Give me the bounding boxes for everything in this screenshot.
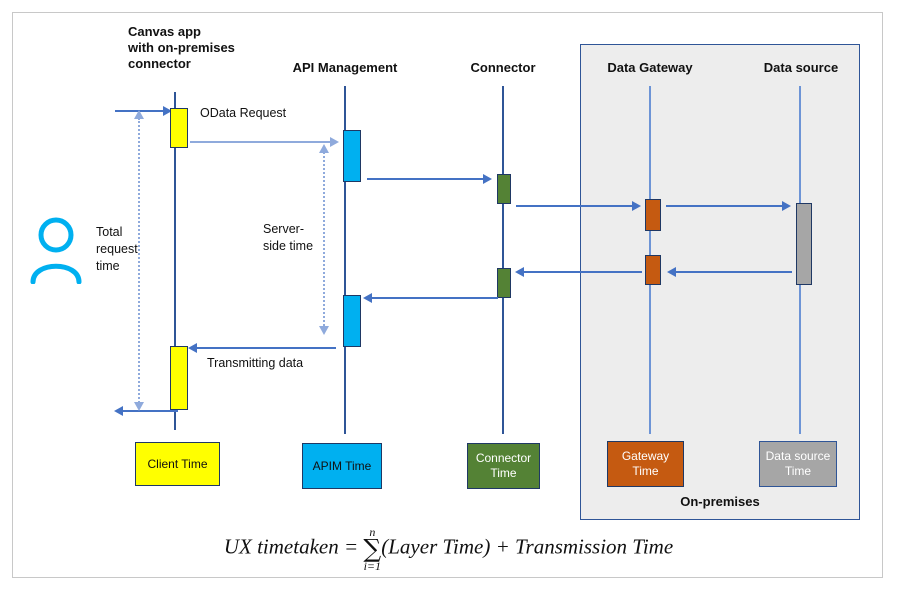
message-label-odata-request: OData Request [200,106,287,120]
column-header-data-source: Data source [763,60,839,75]
legend-connector-time-line1: Connector [475,451,532,465]
formula-upper-limit: n [369,525,376,539]
formula: UX timetaken = ∑ n i=1 (Layer Time) + Tr… [0,525,897,573]
message-line-gateway-to-data-source [666,205,786,207]
lifeline-connector [502,86,504,434]
legend-client-time: Client Time [135,442,220,486]
formula-lhs: UX timetaken [223,534,339,559]
annotation-total-request-time: Total request time [96,224,156,275]
column-header-canvas-app-line1: Canvas app [128,24,201,39]
activation-bar-gateway-response [645,255,661,285]
arrow-head-gateway-to-data-source [782,201,791,211]
message-label-transmitting-data: Transmitting data [207,356,304,370]
activation-bar-connector-request [497,174,511,204]
arrow-head-response-to-user [114,406,123,416]
lifeline-canvas-app [174,92,176,430]
arrow-head-connector-to-apim [363,293,372,303]
annotation-server-side-time-line2: side time [263,239,314,253]
message-line-transmitting-data [196,347,336,349]
activation-bar-connector-response [497,268,511,298]
on-premises-group [580,44,860,520]
legend-connector-time-line2: Time [490,466,517,480]
formula-plus: + [495,534,510,559]
legend-gateway-time-label: Gateway Time [622,449,669,479]
legend-gateway-time-line1: Gateway [621,449,670,463]
legend-data-source-time-label: Data source Time [766,449,831,479]
annotation-server-side-time: Server- side time [263,221,327,255]
message-line-connector-to-apim [372,297,498,299]
arrow-head-gateway-to-connector [515,267,524,277]
canvas-border [12,12,883,578]
arrow-head-total-request-time-top [134,110,144,119]
user-icon [30,217,82,284]
lifeline-api-management [344,86,346,434]
message-line-data-source-to-gateway [676,271,792,273]
on-premises-label: On-premises [680,494,760,509]
message-line-connector-to-gateway [516,205,634,207]
legend-data-source-time-line1: Data source [765,449,831,463]
arrow-head-total-request-time-bottom [134,402,144,411]
legend-connector-time: Connector Time [467,443,540,489]
activation-bar-apim-request [343,130,361,182]
activation-bar-apim-response [343,295,361,347]
activation-bar-client-request [170,108,188,148]
annotation-total-request-time-line1: Total [96,225,123,239]
legend-data-source-time-line2: Time [784,464,812,478]
formula-summation: ∑ n i=1 [363,525,382,573]
column-header-api-management: API Management [292,60,398,75]
formula-sigma-glyph: ∑ [363,534,382,563]
annotation-server-side-time-line1: Server- [263,222,304,236]
column-header-connector: Connector [470,60,536,75]
arrow-head-connector-to-gateway [632,201,641,211]
arrow-head-user-request [163,106,172,116]
column-header-canvas-app: Canvas app with on-premises connector [128,24,268,72]
legend-connector-time-label: Connector Time [476,451,531,481]
annotation-total-request-time-line3: time [96,259,120,273]
legend-apim-time-label: APIM Time [312,458,372,473]
arrow-head-server-side-time-top [319,144,329,153]
formula-lower-limit: i=1 [363,559,382,573]
message-line-odata-request [190,141,332,143]
arrow-head-apim-to-connector [483,174,492,184]
column-header-canvas-app-line2: with on-premises [128,40,235,55]
column-header-canvas-app-line3: connector [128,56,191,71]
formula-equals: = [343,534,359,559]
arrow-head-data-source-to-gateway [667,267,676,277]
measure-total-request-time [138,118,140,406]
formula-term1: (Layer Time) [381,534,491,559]
legend-gateway-time-line2: Time [632,464,659,478]
arrow-head-transmitting-data [188,343,197,353]
measure-server-side-time [323,152,325,330]
arrow-head-server-side-time-bottom [319,326,329,335]
legend-gateway-time: Gateway Time [607,441,684,487]
formula-term2: Transmission Time [515,534,674,559]
column-header-data-gateway: Data Gateway [607,60,693,75]
activation-bar-gateway-request [645,199,661,231]
activation-bar-client-response [170,346,188,410]
annotation-total-request-time-line2: request [96,242,138,256]
arrow-head-odata-request [330,137,339,147]
activation-bar-data-source [796,203,812,285]
legend-apim-time: APIM Time [302,443,382,489]
message-line-apim-to-connector [367,178,485,180]
message-line-gateway-to-connector [524,271,642,273]
message-line-response-to-user [122,410,178,412]
legend-data-source-time: Data source Time [759,441,837,487]
legend-client-time-label: Client Time [147,456,208,471]
